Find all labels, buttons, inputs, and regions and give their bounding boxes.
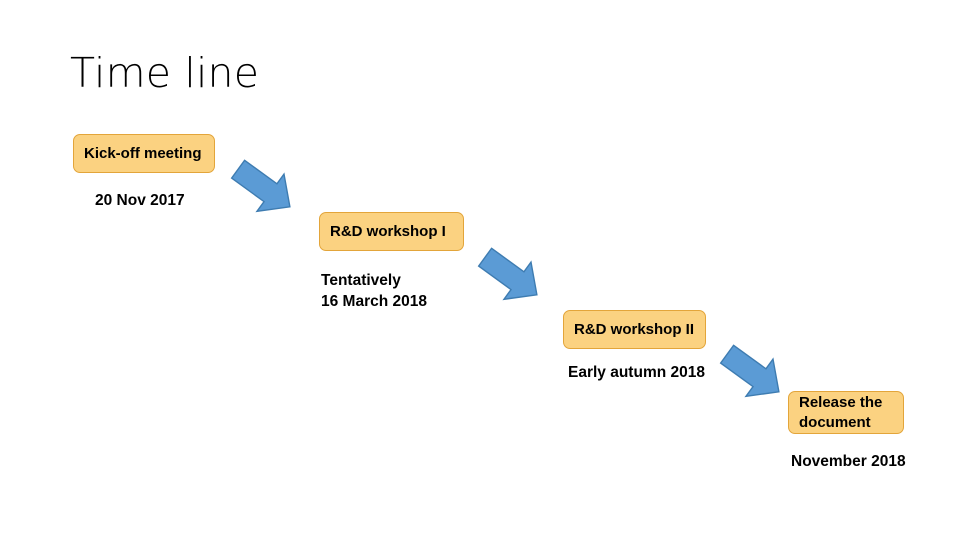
milestone-date-kick-off-meeting: 20 Nov 2017 (95, 192, 185, 209)
milestone-box-release-the-document[interactable]: Release the document (788, 391, 904, 434)
milestone-label: R&D workshop I (330, 222, 446, 240)
page-title: Time line (70, 49, 260, 97)
milestone-date-rd-workshop-ii: Early autumn 2018 (568, 364, 705, 381)
arrow-1-icon (228, 159, 300, 216)
milestone-label: R&D workshop II (574, 320, 695, 338)
milestone-box-kick-off-meeting[interactable]: Kick-off meeting (73, 134, 215, 173)
milestone-date-release-the-document: November 2018 (791, 453, 906, 470)
milestone-date-rd-workshop-i: Tentatively 16 March 2018 (321, 272, 427, 310)
milestone-box-rd-workshop-ii[interactable]: R&D workshop II (563, 310, 706, 349)
milestone-label: Kick-off meeting (84, 144, 202, 162)
milestone-label: Release the document (799, 394, 883, 431)
arrow-3-icon (717, 344, 789, 401)
milestone-box-rd-workshop-i[interactable]: R&D workshop I (319, 212, 464, 251)
arrow-2-icon (475, 247, 547, 304)
